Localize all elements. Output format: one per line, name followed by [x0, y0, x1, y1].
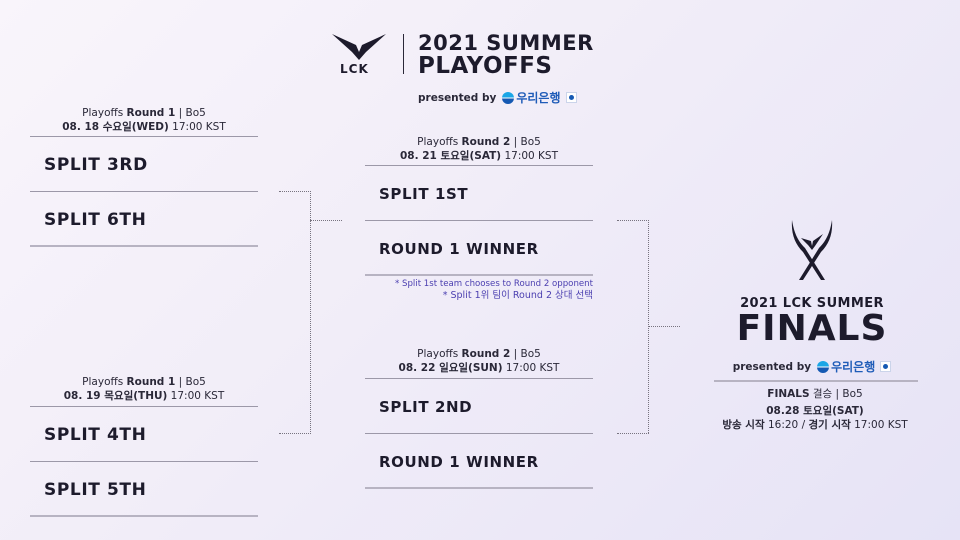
finals-info: FINALS 결승 | Bo5 08.28 토요일(SAT) 방송 시작 16:…	[700, 387, 930, 432]
sponsor-logo: 우리은행	[502, 89, 577, 106]
divider	[30, 461, 258, 462]
team-slot: SPLIT 4TH	[44, 424, 147, 445]
team-slot: SPLIT 5TH	[44, 479, 147, 500]
divider	[30, 406, 258, 407]
presented-by-label: presented by	[418, 91, 497, 104]
divider	[365, 274, 593, 276]
presented-by-label: presented by	[732, 360, 812, 373]
header-divider	[403, 34, 404, 74]
finals-time-line: 방송 시작 16:20 / 경기 시작 17:00 KST	[722, 419, 908, 431]
bracket-connector	[617, 433, 649, 434]
divider	[30, 136, 258, 137]
woori-bank-icon	[502, 91, 515, 104]
divider	[714, 380, 918, 382]
divider	[365, 378, 593, 379]
header-sponsor: presented by 우리은행	[418, 89, 577, 106]
date-line: 08. 22 일요일(SUN) 17:00 KST	[398, 362, 560, 374]
stage-line: Playoffs Round 2 | Bo5	[417, 348, 541, 360]
finals-subtitle: 2021 LCK SUMMER	[740, 296, 884, 311]
divider	[365, 220, 593, 221]
stage-line: Playoffs Round 1 | Bo5	[82, 107, 206, 119]
date-line: 08. 19 목요일(THU) 17:00 KST	[63, 390, 225, 402]
page-title: 2021 SUMMER PLAYOFFS	[418, 32, 594, 78]
lck-logo-text: LCK	[340, 62, 369, 76]
bracket-connector	[648, 326, 680, 327]
title-line-2: PLAYOFFS	[418, 53, 553, 79]
lck-logo: LCK	[330, 30, 388, 76]
date-line: 08. 21 토요일(SAT) 17:00 KST	[399, 150, 559, 162]
finals-title: FINALS	[736, 308, 888, 349]
divider	[365, 165, 593, 166]
finals-header: 2021 LCK SUMMER FINALS	[712, 296, 912, 347]
finals-date: 08.28 토요일(SAT)	[766, 405, 864, 417]
note-english: * Split 1st team chooses to Round 2 oppo…	[394, 279, 593, 289]
finals-trophy	[787, 218, 837, 288]
bracket-connector	[617, 220, 649, 221]
team-slot: ROUND 1 WINNER	[379, 452, 539, 471]
team-slot: ROUND 1 WINNER	[379, 239, 539, 258]
sponsor-name: 우리은행	[831, 360, 876, 374]
round1-match2-info: Playoffs Round 1 | Bo5 08. 19 목요일(THU) 1…	[30, 375, 258, 403]
sponsor-badge-icon	[880, 361, 892, 372]
note-korean: * Split 1위 팀이 Round 2 상대 선택	[442, 290, 593, 301]
team-slot: SPLIT 3RD	[44, 154, 148, 175]
trophy-icon	[791, 220, 833, 280]
team-slot: SPLIT 1ST	[379, 184, 469, 203]
sponsor-name: 우리은행	[516, 91, 561, 105]
round2-match1-info: Playoffs Round 2 | Bo5 08. 21 토요일(SAT) 1…	[365, 135, 593, 163]
sponsor-logo: 우리은행	[817, 358, 892, 375]
divider	[30, 191, 258, 192]
bracket-connector	[310, 220, 342, 221]
divider	[30, 515, 258, 517]
team-slot: SPLIT 6TH	[44, 209, 147, 230]
bracket-connector	[279, 191, 311, 192]
stage-line: Playoffs Round 2 | Bo5	[417, 136, 541, 148]
bracket-connector	[310, 191, 311, 434]
date-line: 08. 18 수요일(WED) 17:00 KST	[62, 121, 226, 133]
stage-line: Playoffs Round 1 | Bo5	[82, 376, 206, 388]
bracket-connector	[279, 433, 311, 434]
team-slot: SPLIT 2ND	[379, 397, 473, 416]
finals-stage-line: FINALS 결승 | Bo5	[767, 388, 863, 400]
lck-wing-icon	[332, 34, 386, 60]
divider	[30, 245, 258, 247]
round2-match2-info: Playoffs Round 2 | Bo5 08. 22 일요일(SUN) 1…	[365, 347, 593, 375]
opponent-choice-note: * Split 1st team chooses to Round 2 oppo…	[355, 278, 593, 302]
woori-bank-icon	[817, 360, 830, 373]
divider	[365, 433, 593, 434]
divider	[365, 487, 593, 489]
sponsor-badge-icon	[565, 92, 577, 103]
round1-match1-info: Playoffs Round 1 | Bo5 08. 18 수요일(WED) 1…	[30, 106, 258, 134]
finals-sponsor: presented by 우리은행	[712, 358, 912, 375]
title-line-1: 2021 SUMMER	[418, 31, 594, 55]
